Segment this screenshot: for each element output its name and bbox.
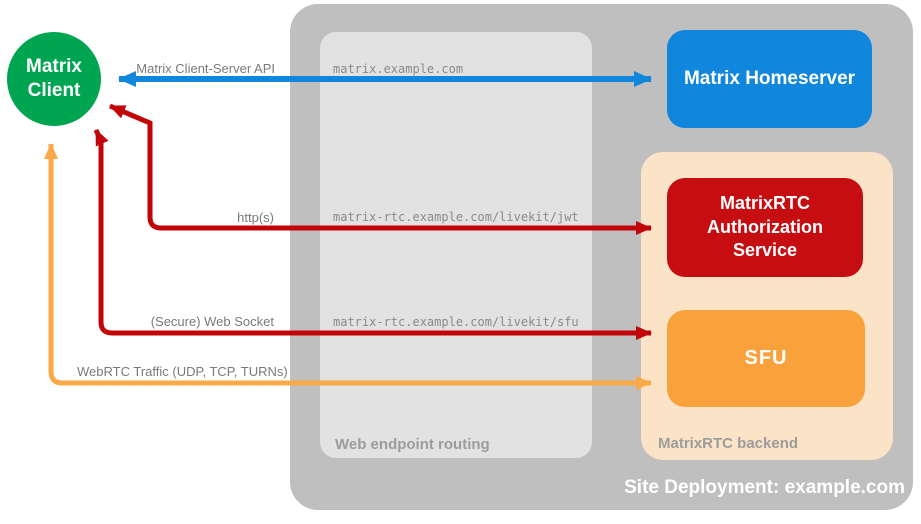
- matrixrtc-auth-service-label: MatrixRTC Authorization Service: [707, 193, 823, 261]
- sfu-label: SFU: [744, 347, 788, 369]
- endpoint-url-livekit-jwt: matrix-rtc.example.com/livekit/jwt: [333, 210, 579, 224]
- endpoint-url-homeserver: matrix.example.com: [333, 62, 464, 76]
- matrixrtc-backend-label: MatrixRTC backend: [658, 435, 799, 452]
- matrix-homeserver-node: Matrix Homeserver: [667, 30, 872, 128]
- matrixrtc-auth-service-node: MatrixRTC Authorization Service: [667, 178, 863, 277]
- endpoint-url-livekit-sfu: matrix-rtc.example.com/livekit/sfu: [333, 315, 579, 329]
- client-server-api-arrow-label: Matrix Client-Server API: [136, 61, 275, 76]
- web-endpoint-routing-box: [320, 32, 592, 458]
- matrix-client-label: Matrix Client: [26, 56, 82, 101]
- matrix-homeserver-label: Matrix Homeserver: [683, 68, 856, 89]
- webrtc-arrow-label: WebRTC Traffic (UDP, TCP, TURNs): [77, 364, 288, 379]
- web-endpoint-routing-label: Web endpoint routing: [335, 436, 490, 453]
- matrix-client-node: Matrix Client: [7, 32, 101, 126]
- websocket-arrow-label: (Secure) Web Socket: [150, 314, 274, 329]
- sfu-node: SFU: [667, 310, 865, 407]
- http-arrow-label: http(s): [237, 210, 274, 225]
- site-deployment-label: Site Deployment: example.com: [624, 477, 905, 498]
